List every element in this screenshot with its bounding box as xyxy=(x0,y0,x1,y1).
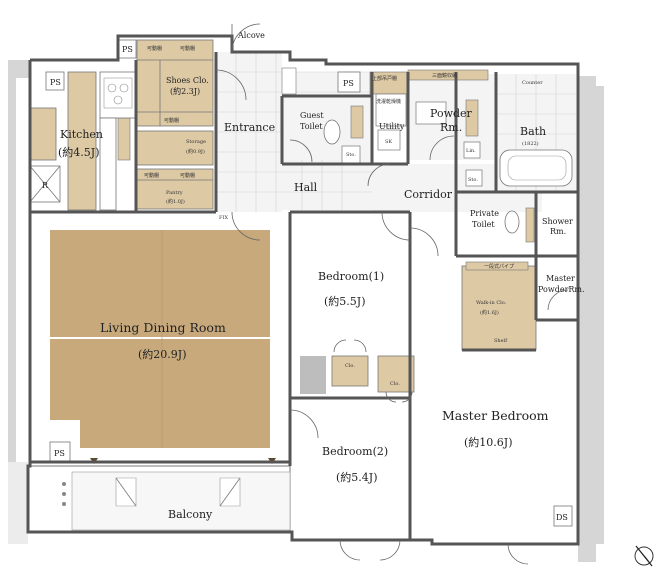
bedroom1-size-label: (約5.5J) xyxy=(324,294,366,308)
bath-fixtures xyxy=(323,93,573,234)
living-dining-label: Living Dining Room xyxy=(100,320,226,335)
walls xyxy=(26,34,580,546)
pantry-label: Pantry xyxy=(166,190,183,196)
ps-label: PS xyxy=(122,45,133,54)
guest-toilet-label: Guest xyxy=(300,111,324,120)
hall-label: Hall xyxy=(294,181,318,194)
shower-room-label: Rm. xyxy=(550,227,566,236)
private-toilet-label: Toilet xyxy=(472,220,495,229)
living-floor xyxy=(30,230,270,448)
kitchen-label: Kitchen xyxy=(60,128,103,141)
living-dining-size-label: (約20.9J) xyxy=(138,347,187,361)
pipe-label: 一段式パイプ xyxy=(484,263,514,270)
three-tier-storage-label: 三面鏡収納 xyxy=(432,72,457,79)
master-bedroom-size-label: (約10.6J) xyxy=(464,435,513,449)
ps-boxes xyxy=(45,39,573,527)
closet-label: Clo. xyxy=(345,363,355,369)
movable-shelf-label: 可動棚 xyxy=(147,45,162,52)
doors xyxy=(215,23,569,565)
counter-label: Counter xyxy=(522,80,543,86)
powder-room-label: Powder xyxy=(430,107,473,120)
wash-dryer-label: 洗濯乾燥機 xyxy=(376,98,401,105)
entrance-label: Entrance xyxy=(224,121,275,134)
closet-label: Clo. xyxy=(390,381,400,387)
guest-toilet-label: Toilet xyxy=(300,122,323,131)
shelf-label: Shelf xyxy=(494,338,508,344)
powder-room-label: Rm. xyxy=(440,121,462,134)
corridor-label: Corridor xyxy=(404,188,453,201)
sink-label: SK xyxy=(385,139,392,145)
movable-shelf-label: 可動棚 xyxy=(144,172,159,179)
walkin-closet-size-label: (約1.6J) xyxy=(480,309,499,316)
upper-shelf-label: 上部吊戸棚 xyxy=(372,75,397,82)
ps-label: PS xyxy=(50,78,61,87)
master-powder-label: Master xyxy=(546,274,575,283)
storage-small-label: Sto. xyxy=(346,152,356,158)
ps-label: PS xyxy=(54,449,65,458)
bedroom1-label: Bedroom(1) xyxy=(318,270,384,283)
walkin-closet-label: Walk-in Clo. xyxy=(476,300,507,306)
balcony-area xyxy=(27,458,291,533)
movable-shelf-label: 可動棚 xyxy=(180,45,195,52)
balcony-label: Balcony xyxy=(168,508,213,521)
alcove-label: Alcove xyxy=(237,31,265,40)
bath-label: Bath xyxy=(520,125,546,138)
bedroom2-size-label: (約5.4J) xyxy=(336,470,378,484)
pantry-size-label: (約1.0J) xyxy=(166,198,185,205)
kitchen-size-label: (約4.5J) xyxy=(58,145,100,159)
storage-label: Storage xyxy=(186,139,206,145)
movable-shelf-label: 可動棚 xyxy=(164,117,179,124)
linen-label: Lin. xyxy=(466,148,476,154)
movable-shelf-label: 可動棚 xyxy=(180,172,195,179)
bath-size-label: (1822) xyxy=(522,140,539,147)
master-powder-label: PowderRm. xyxy=(538,285,585,294)
storage-small-label: Sto. xyxy=(468,177,478,183)
ds-label: DS xyxy=(556,513,568,522)
exterior-shading xyxy=(8,60,604,562)
fix-label: FIX xyxy=(219,215,228,221)
north-arrow-icon xyxy=(634,545,654,567)
shoes-closet-label: Shoes Clo. xyxy=(166,76,209,85)
storage-size-label: (約0.9J) xyxy=(186,148,205,155)
utility-label: Utility xyxy=(379,122,405,131)
kitchen-fixtures xyxy=(29,71,137,211)
shoes-closet-size-label: (約2.3J) xyxy=(170,86,200,96)
shower-room-label: Shower xyxy=(542,217,573,226)
master-bedroom-label: Master Bedroom xyxy=(442,408,549,423)
bedroom2-label: Bedroom(2) xyxy=(322,445,388,458)
ps-label: PS xyxy=(343,79,354,88)
private-toilet-label: Private xyxy=(470,209,499,218)
refrigerator-label: R xyxy=(42,181,49,190)
closets xyxy=(29,39,537,394)
